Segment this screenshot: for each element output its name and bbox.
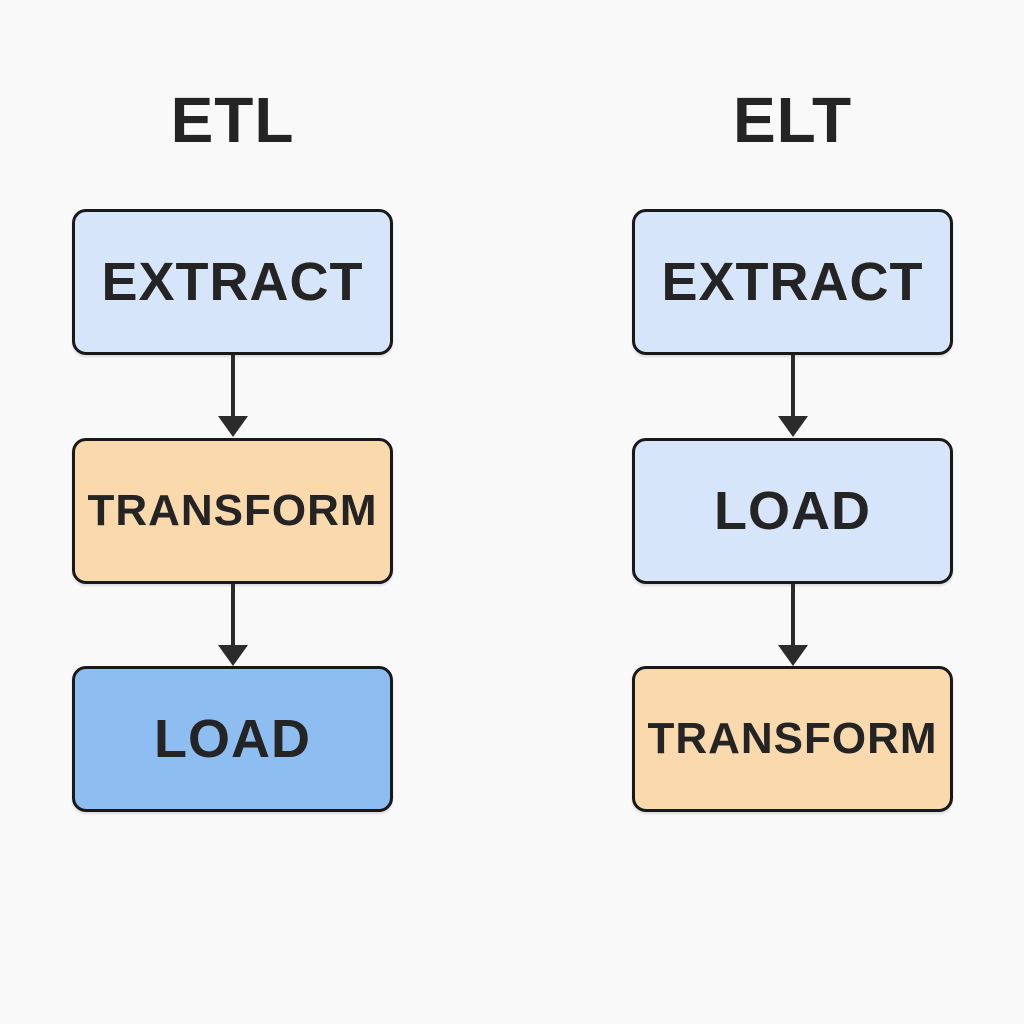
etl-down-arrow-icon-1 [218,355,248,437]
elt-step-label-transform: TRANSFORM [647,714,938,763]
etl-step-box-extract: EXTRACT [72,209,393,355]
etl-step-label-extract: EXTRACT [101,252,364,312]
elt-step-label-load: LOAD [714,481,871,541]
arrow-shaft [231,355,235,417]
arrow-shaft [231,584,235,646]
arrow-head [218,645,248,666]
elt-step-box-transform: TRANSFORM [632,666,953,812]
arrow-head [218,416,248,437]
etl-step-label-load: LOAD [154,709,311,769]
etl-step-box-load: LOAD [72,666,393,812]
arrow-shaft [791,584,795,646]
arrow-shaft [791,355,795,417]
arrow-head [778,645,808,666]
etl-column-title: ETL [170,84,295,156]
elt-step-box-extract: EXTRACT [632,209,953,355]
elt-down-arrow-icon-2 [778,584,808,666]
etl-down-arrow-icon-2 [218,584,248,666]
elt-column-title: ELT [732,84,853,156]
elt-step-label-extract: EXTRACT [661,252,924,312]
etl-step-label-transform: TRANSFORM [87,486,378,535]
elt-down-arrow-icon-1 [778,355,808,437]
elt-step-box-load: LOAD [632,438,953,584]
arrow-head [778,416,808,437]
etl-step-box-transform: TRANSFORM [72,438,393,584]
